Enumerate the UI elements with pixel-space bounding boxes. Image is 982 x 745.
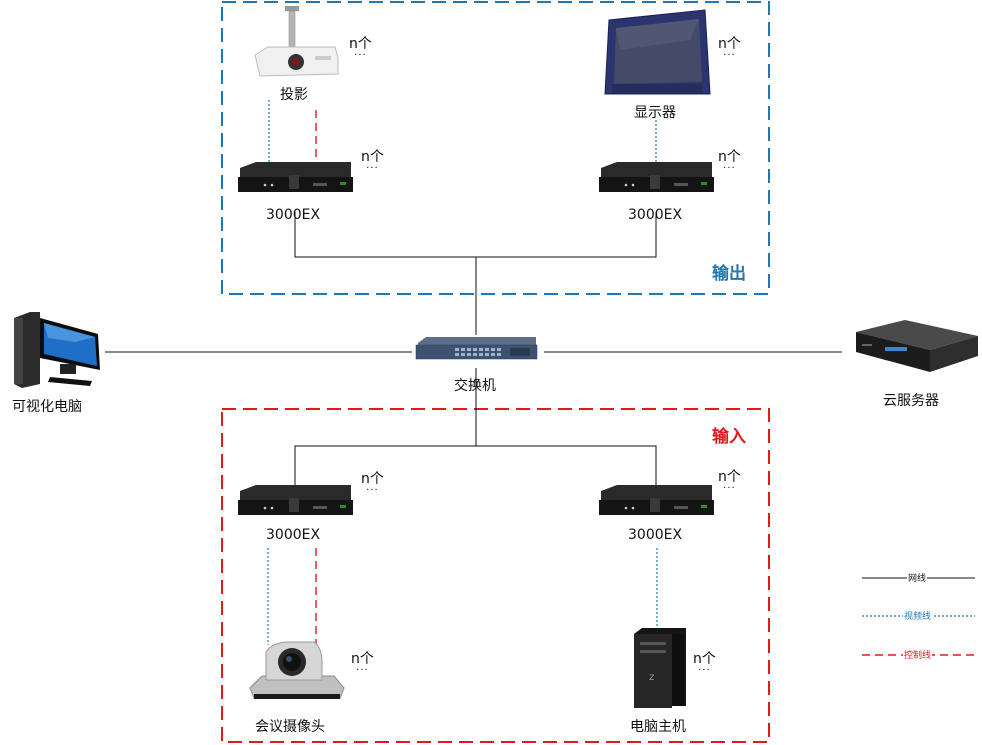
encoder-count-out-left: n个··· (361, 149, 384, 174)
network-lines (105, 212, 842, 505)
pc-label: 可视化电脑 (12, 399, 82, 415)
server-icon (856, 320, 978, 372)
encoder-count-in-right: n个··· (718, 469, 741, 494)
projector-icon (254, 6, 339, 77)
monitor-count: n个··· (718, 36, 741, 61)
host-label: 电脑主机 (630, 719, 686, 735)
legend-video-label: 视频线 (903, 609, 933, 622)
legend-network-label: 网线 (907, 571, 928, 584)
camera-icon (249, 641, 345, 699)
switch-label: 交换机 (454, 378, 496, 394)
projector-label: 投影 (280, 87, 308, 103)
server-label: 云服务器 (883, 393, 939, 409)
video-lines (267, 100, 658, 645)
output-zone-title: 输出 (712, 264, 746, 284)
input-zone-title: 输入 (712, 427, 746, 447)
projector-count: n个··· (349, 36, 372, 61)
encoder-count-out-right: n个··· (718, 149, 741, 174)
host-icon: z (634, 628, 686, 708)
encoder-label-in-right: 3000EX (628, 527, 683, 543)
monitor-icon (604, 9, 711, 95)
svg-text:z: z (649, 672, 654, 683)
host-count: n个··· (693, 651, 716, 676)
encoder-label-out-left: 3000EX (266, 207, 321, 223)
encoder-icon-in-left (238, 485, 353, 515)
encoder-label-in-left: 3000EX (266, 527, 321, 543)
output-zone-frame (221, 1, 770, 295)
camera-count: n个··· (351, 651, 374, 676)
encoder-count-in-left: n个··· (361, 471, 384, 496)
camera-label: 会议摄像头 (255, 719, 325, 735)
monitor-label: 显示器 (634, 105, 676, 121)
legend-control-label: 控制线 (903, 648, 933, 661)
encoder-icon-out-right (599, 162, 714, 192)
encoder-icon-out-left (238, 162, 353, 192)
switch-icon (415, 337, 538, 360)
input-zone-frame (221, 408, 770, 743)
pc-icon (14, 312, 100, 388)
encoder-label-out-right: 3000EX (628, 207, 683, 223)
encoder-icon-in-right (599, 485, 714, 515)
